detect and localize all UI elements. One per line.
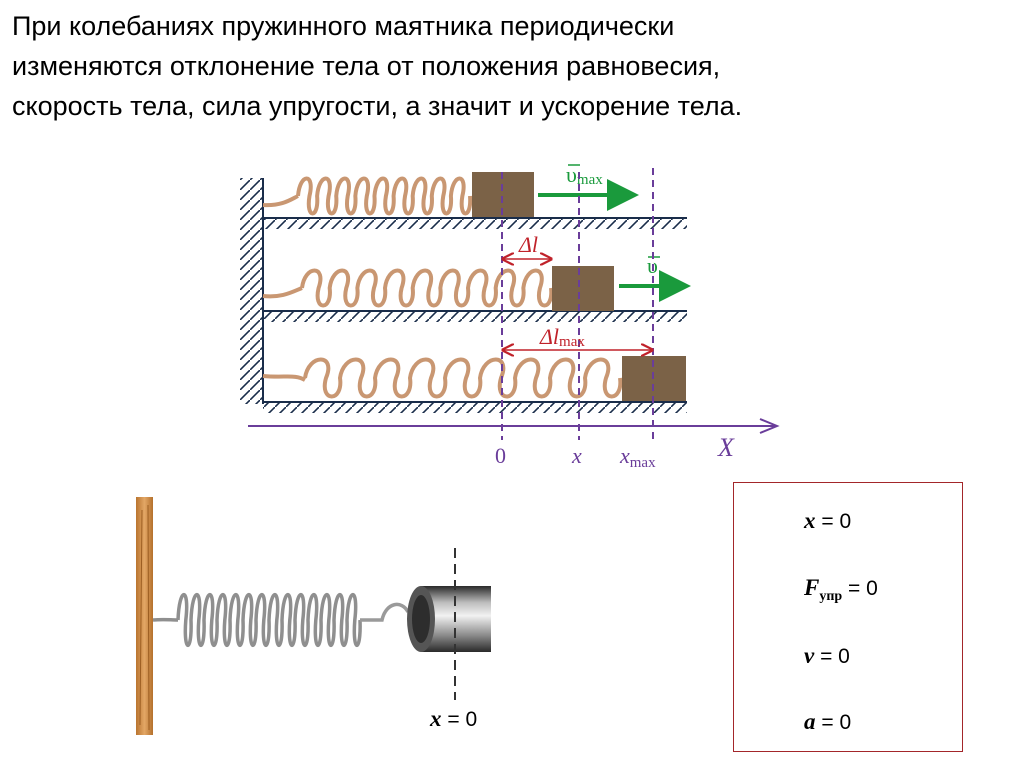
spring-row-3 — [262, 357, 623, 399]
spring-row-2 — [262, 268, 554, 308]
heading-line-2: изменяются отклонение тела от положения … — [12, 51, 721, 81]
eq-velocity: v = 0 — [804, 643, 850, 668]
extension-label: Δl — [518, 232, 538, 257]
tick-zero: 0 — [495, 443, 506, 468]
wooden-support — [136, 497, 153, 735]
metal-cylinder — [407, 586, 491, 652]
position-value: = 0 — [447, 708, 478, 731]
values-box: x = 0 Fупр = 0 v = 0 a = 0 — [733, 482, 963, 752]
velocity-max-label: υmax — [566, 162, 603, 188]
eq-elastic-force: Fупр = 0 — [804, 575, 878, 605]
wall — [240, 178, 264, 404]
equilibrium-label: x = 0 — [430, 706, 477, 732]
tick-x: x — [571, 443, 582, 468]
eq-acceleration: a = 0 — [804, 709, 852, 734]
spring-row-1 — [262, 176, 473, 216]
floor-surfaces — [263, 217, 687, 413]
tick-xmax: xmax — [619, 443, 656, 471]
position-variable: x — [430, 706, 442, 731]
heading-line-1: При колебаниях пружинного маятника перио… — [12, 11, 675, 41]
position-guides — [501, 168, 654, 440]
x-axis-label: X — [717, 433, 735, 462]
extension-max-label: Δlmax — [539, 324, 585, 350]
block-row-2 — [552, 266, 614, 311]
slide-heading: При колебаниях пружинного маятника перио… — [12, 6, 1012, 126]
bottom-spring — [152, 593, 410, 647]
x-axis-arrowhead — [759, 418, 780, 434]
eq-displacement: x = 0 — [804, 508, 852, 533]
heading-line-3: скорость тела, сила упругости, а значит … — [12, 91, 743, 121]
